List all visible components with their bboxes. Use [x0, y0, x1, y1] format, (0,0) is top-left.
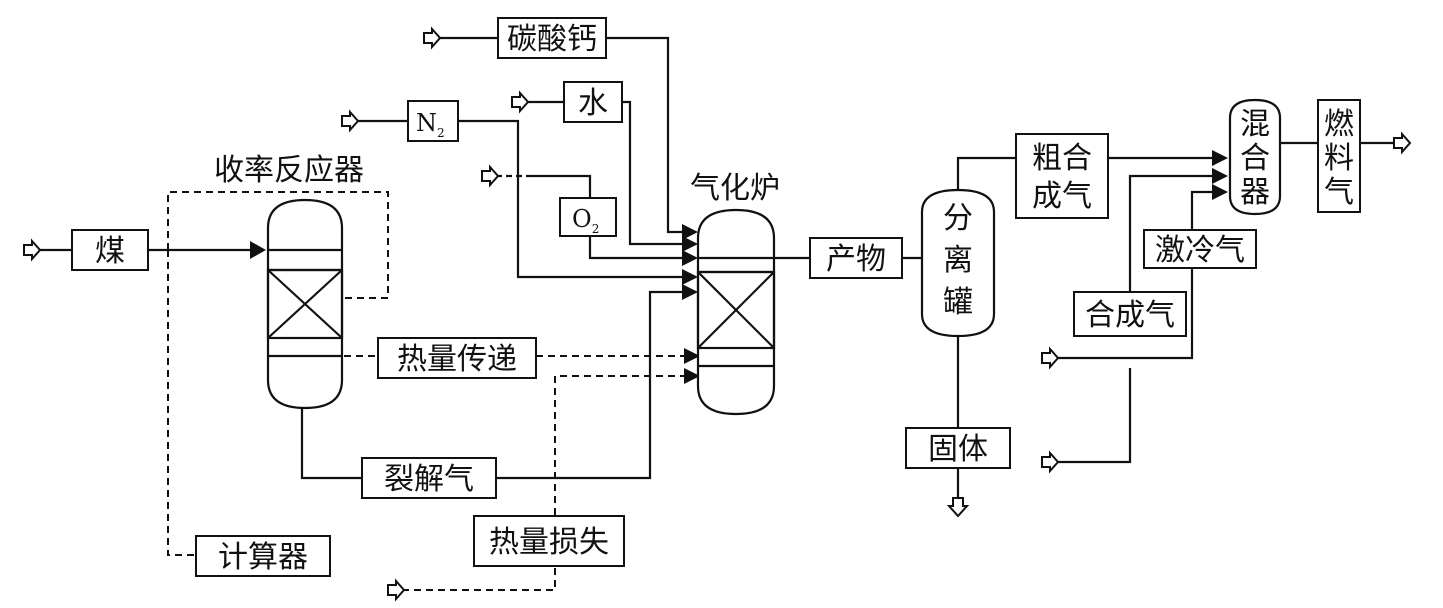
heat-transfer-box — [377, 337, 537, 379]
heat-transfer-label: 热量传递 — [397, 342, 517, 377]
yield-reactor-vessel — [266, 198, 344, 410]
coal-label: 煤 — [95, 234, 125, 269]
syngas-feed-arrow — [1041, 450, 1060, 474]
coal-box — [71, 229, 149, 271]
syngas-box — [1073, 291, 1187, 337]
fuel-gas-label-2: 料 — [1324, 141, 1354, 176]
product-label: 产物 — [826, 242, 886, 277]
separator-vessel — [920, 188, 996, 338]
solid-box — [905, 427, 1011, 469]
o2-box — [559, 197, 617, 237]
heat-loss-box — [473, 515, 625, 567]
fuel-gas-label-3: 气 — [1324, 175, 1354, 210]
n2-label: N2 — [416, 109, 445, 140]
cracked-gas-label: 裂解气 — [384, 462, 474, 497]
mixer-label-2: 合 — [1240, 141, 1270, 176]
gasifier-vessel — [696, 208, 776, 416]
o2-label: O2 — [572, 205, 599, 236]
heat-loss-label: 热量损失 — [489, 525, 609, 560]
fuel-gas-box — [1317, 99, 1361, 213]
arrowheads — [250, 150, 1228, 384]
cracked-gas-box — [361, 457, 497, 499]
syngas-label: 合成气 — [1085, 298, 1175, 333]
mixer-label-1: 混 — [1240, 107, 1270, 142]
caco3-box — [497, 17, 607, 59]
o2-feed-arrow — [481, 164, 500, 188]
n2-feed-arrow — [341, 109, 360, 133]
quench-gas-box — [1143, 229, 1257, 269]
water-feed-arrow — [511, 90, 530, 114]
quench-feed-arrow — [1041, 346, 1060, 370]
heat-loss-feed-arrow — [387, 578, 406, 602]
flow-lines — [38, 36, 1396, 591]
solid-label: 固体 — [928, 432, 988, 467]
solid-outlet-arrow — [946, 497, 970, 518]
labels: 煤 碳酸钙 水 N2 O2 收率反应器 气化炉 热量传递 裂解气 热量损失 计算… — [95, 22, 1354, 575]
stream-arrows — [23, 26, 1412, 602]
calculator-box — [195, 535, 331, 577]
separator-label-1: 分 — [943, 201, 973, 236]
mixer-vessel — [1228, 98, 1282, 216]
crude-syngas-label-1: 粗合 — [1032, 141, 1092, 176]
yield-reactor-label: 收率反应器 — [214, 153, 364, 188]
caco3-feed-arrow — [423, 26, 442, 50]
quench-gas-label: 激冷气 — [1155, 233, 1245, 268]
water-label: 水 — [578, 86, 608, 121]
stream-boxes — [71, 17, 1361, 577]
water-box — [563, 81, 623, 123]
mixer-label-3: 器 — [1240, 175, 1270, 210]
product-box — [809, 237, 903, 279]
crude-syngas-label-2: 成气 — [1032, 179, 1092, 214]
crude-syngas-box — [1015, 133, 1109, 219]
calculator-label: 计算器 — [218, 540, 308, 575]
fuel-gas-label-1: 燃 — [1324, 107, 1354, 142]
gasifier-label: 气化炉 — [690, 171, 780, 206]
coal-feed-arrow — [23, 238, 42, 262]
separator-label-3: 罐 — [943, 285, 973, 320]
n2-box — [407, 100, 459, 142]
caco3-label: 碳酸钙 — [507, 22, 597, 57]
separator-label-2: 离 — [943, 243, 973, 278]
fuel-gas-outlet-arrow — [1393, 131, 1412, 155]
